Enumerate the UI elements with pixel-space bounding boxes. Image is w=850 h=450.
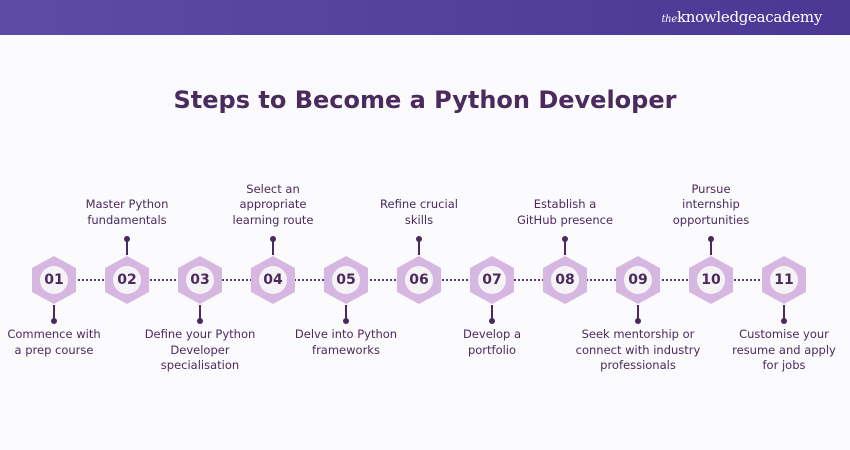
step-number: 05 xyxy=(332,266,360,294)
step-label: Develop a portfolio xyxy=(462,327,522,357)
brand-logo: theknowledgeacademy xyxy=(661,8,822,26)
connector-line xyxy=(783,305,785,321)
connector-line xyxy=(418,239,420,255)
connector-line xyxy=(272,239,274,255)
connector-dot xyxy=(416,236,422,242)
connector-dot xyxy=(708,236,714,242)
step-number: 01 xyxy=(40,266,68,294)
step-label: Refine crucial skills xyxy=(380,197,458,227)
step-label: Master Python fundamentals xyxy=(85,197,169,227)
step-number: 08 xyxy=(551,266,579,294)
connector-dot xyxy=(51,318,57,324)
connector-line xyxy=(126,239,128,255)
connector-dot xyxy=(343,318,349,324)
step-number: 04 xyxy=(259,266,287,294)
connector-line xyxy=(637,305,639,321)
step-number: 06 xyxy=(405,266,433,294)
connector-dot xyxy=(489,318,495,324)
connector-line xyxy=(53,305,55,321)
connector-dot xyxy=(124,236,130,242)
step-number: 11 xyxy=(770,266,798,294)
step-label: Commence with a prep course xyxy=(7,327,101,357)
step-label: Establish a GitHub presence xyxy=(516,197,614,227)
step-number: 10 xyxy=(697,266,725,294)
step-label: Seek mentorship or connect with industry… xyxy=(575,327,701,372)
connector-dot xyxy=(635,318,641,324)
logo-prefix: the xyxy=(661,14,677,25)
connector-line xyxy=(491,305,493,321)
logo-main: knowledgeacademy xyxy=(676,8,822,26)
header-banner: theknowledgeacademy xyxy=(0,0,850,35)
step-number: 03 xyxy=(186,266,214,294)
connector-dot xyxy=(197,318,203,324)
step-label: Select an appropriate learning route xyxy=(232,181,314,227)
step-label: Pursue internship opportunities xyxy=(672,181,750,227)
step-number: 02 xyxy=(113,266,141,294)
connector-line xyxy=(345,305,347,321)
connector-dot xyxy=(270,236,276,242)
step-label: Delve into Python frameworks xyxy=(294,327,398,357)
connector-dot xyxy=(781,318,787,324)
connector-line xyxy=(710,239,712,255)
step-label: Define your Python Developer specialisat… xyxy=(144,327,256,372)
connector-dot xyxy=(562,236,568,242)
connector-line xyxy=(564,239,566,255)
step-label: Customise your resume and apply for jobs xyxy=(732,327,836,372)
step-number: 09 xyxy=(624,266,652,294)
connector-line xyxy=(199,305,201,321)
step-number: 07 xyxy=(478,266,506,294)
page-title: Steps to Become a Python Developer xyxy=(173,86,677,114)
